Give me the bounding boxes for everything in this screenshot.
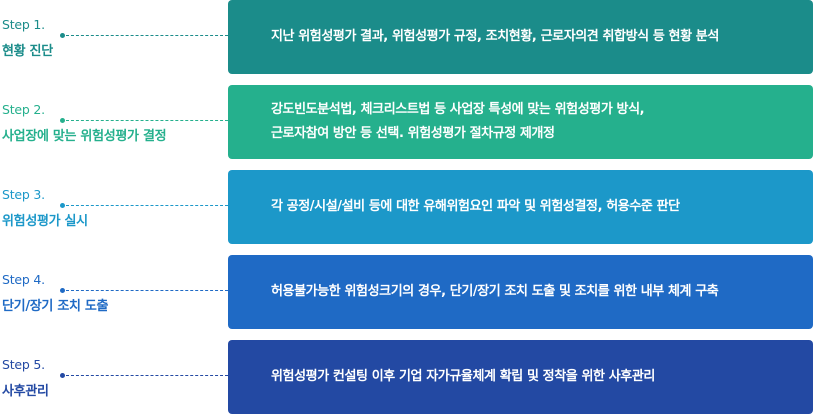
step-label: Step 2. 사업장에 맞는 위험성평가 결정 <box>0 85 228 159</box>
step-label: Step 1. 현황 진단 <box>0 0 228 74</box>
connector-dot <box>60 288 65 293</box>
step-description-box: 허용불가능한 위험성크기의 경우, 단기/장기 조치 도출 및 조치를 위한 내… <box>228 255 813 329</box>
step-description-line: 근로자참여 방안 등 선택. 위험성평가 절차규정 제개정 <box>271 126 555 141</box>
step-number: Step 4. <box>2 272 45 287</box>
connector-dashed-line <box>66 205 228 206</box>
connector-dashed-line <box>66 35 228 36</box>
step-label: Step 3. 위험성평가 실시 <box>0 170 228 244</box>
connector-dot <box>60 373 65 378</box>
step-number: Step 3. <box>2 187 45 202</box>
connector-dot <box>60 33 65 38</box>
step-title: 사업장에 맞는 위험성평가 결정 <box>2 129 167 144</box>
step-description-line: 위험성평가 컨설팅 이후 기업 자가규율체계 확립 및 정착을 위한 사후관리 <box>271 369 655 384</box>
connector-dashed-line <box>66 290 228 291</box>
step-description-line: 강도빈도분석법, 체크리스트법 등 사업장 특성에 맞는 위험성평가 방식, <box>271 102 645 117</box>
step-4: Step 4. 단기/장기 조치 도출 허용불가능한 위험성크기의 경우, 단기… <box>0 255 813 329</box>
step-title: 현황 진단 <box>2 44 53 59</box>
connector-dot <box>60 118 65 123</box>
step-description-box: 지난 위험성평가 결과, 위험성평가 규정, 조치현황, 근로자의견 취합방식 … <box>228 0 813 74</box>
step-5: Step 5. 사후관리 위험성평가 컨설팅 이후 기업 자가규율체계 확립 및… <box>0 340 813 414</box>
step-label: Step 4. 단기/장기 조치 도출 <box>0 255 228 329</box>
step-title: 사후관리 <box>2 384 49 399</box>
step-1: Step 1. 현황 진단 지난 위험성평가 결과, 위험성평가 규정, 조치현… <box>0 0 813 74</box>
connector-dot <box>60 203 65 208</box>
step-description-line: 허용불가능한 위험성크기의 경우, 단기/장기 조치 도출 및 조치를 위한 내… <box>271 284 719 299</box>
step-title: 단기/장기 조치 도출 <box>2 299 109 314</box>
connector-dashed-line <box>66 375 228 376</box>
step-label: Step 5. 사후관리 <box>0 340 228 414</box>
step-number: Step 2. <box>2 102 45 117</box>
step-description-line: 각 공정/시설/설비 등에 대한 유해위험요인 파악 및 위험성결정, 허용수준… <box>271 199 680 214</box>
step-description-box: 강도빈도분석법, 체크리스트법 등 사업장 특성에 맞는 위험성평가 방식, 근로… <box>228 85 813 159</box>
step-description-box: 각 공정/시설/설비 등에 대한 유해위험요인 파악 및 위험성결정, 허용수준… <box>228 170 813 244</box>
connector-dashed-line <box>66 120 228 121</box>
step-2: Step 2. 사업장에 맞는 위험성평가 결정 강도빈도분석법, 체크리스트법… <box>0 85 813 159</box>
step-description-line: 지난 위험성평가 결과, 위험성평가 규정, 조치현황, 근로자의견 취합방식 … <box>271 29 719 44</box>
step-title: 위험성평가 실시 <box>2 214 88 229</box>
step-3: Step 3. 위험성평가 실시 각 공정/시설/설비 등에 대한 유해위험요인… <box>0 170 813 244</box>
step-number: Step 1. <box>2 17 45 32</box>
step-description-box: 위험성평가 컨설팅 이후 기업 자가규율체계 확립 및 정착을 위한 사후관리 <box>228 340 813 414</box>
step-number: Step 5. <box>2 357 45 372</box>
